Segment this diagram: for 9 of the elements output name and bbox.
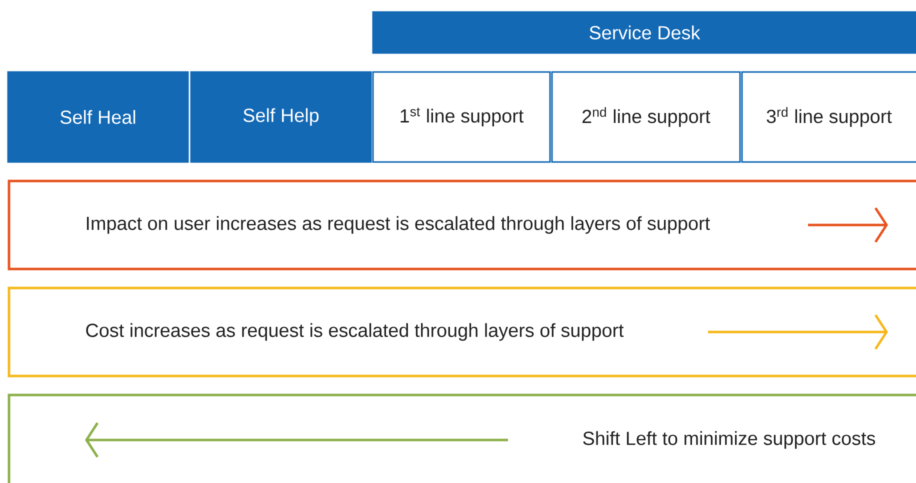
header-band: Service Desk [372, 11, 916, 54]
tier-box: 3$^{rd}$ line support [741, 71, 916, 163]
tier-box: 2$^{nd}$ line support [551, 71, 741, 163]
escalation-band: Shift Left to minimize support costs [8, 394, 916, 483]
escalation-band: Cost increases as request is escalated through layers of support [8, 286, 916, 378]
escalation-band: Impact on user increases as request is escalated through layers of support [8, 180, 916, 270]
tier-box: Self Help [190, 71, 372, 163]
tier-box: 1$^{st}$ line support [372, 71, 551, 163]
tier-box: Self Heal [7, 71, 189, 163]
